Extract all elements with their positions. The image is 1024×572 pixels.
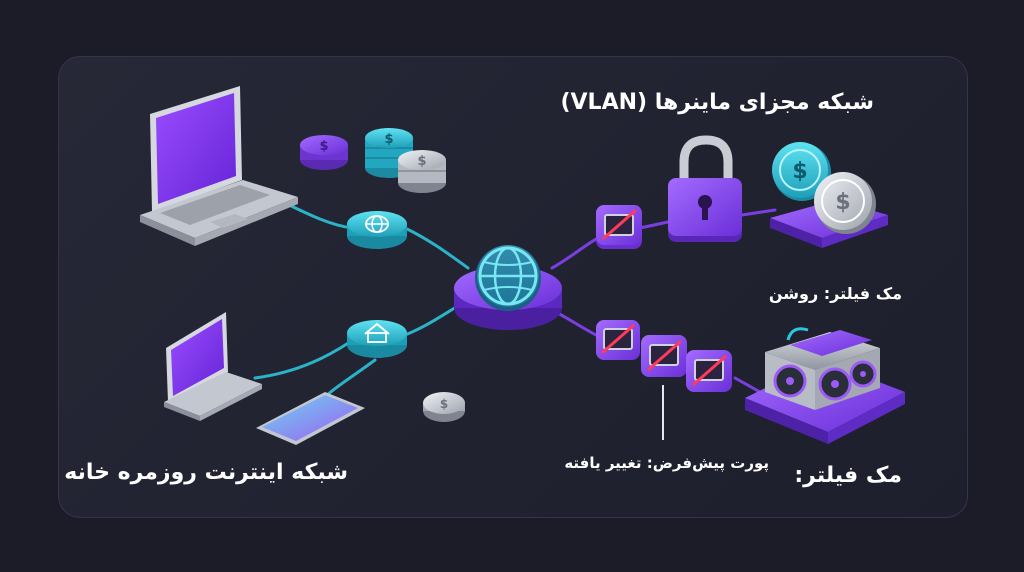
link-port-lock: [638, 220, 670, 230]
link-lock-coins: [740, 208, 777, 217]
internet-node-globe-icon[interactable]: [347, 211, 407, 249]
blocked-port-2-icon: [641, 335, 687, 377]
vlan-title: شبکه مجزای ماینرها (VLAN): [560, 90, 874, 115]
mining-rig-icon: [745, 327, 905, 444]
smartphone-icon: [256, 392, 365, 445]
home-network-title: شبکه اینترنت روزمره خانه: [64, 460, 348, 485]
default-port-changed-label: پورت پیش‌فرض: تغییر یافته: [564, 454, 769, 472]
link-hub-port-top: [550, 236, 600, 270]
link-ports-miner: [733, 376, 762, 394]
coin-stack-silver-icon: $: [398, 150, 446, 193]
blocked-port-3-icon: [686, 350, 732, 392]
link-laptop-internet: [283, 201, 354, 230]
blocked-port-1-icon: [596, 320, 640, 360]
padlock-icon: [668, 135, 742, 242]
home-node-home-icon[interactable]: [347, 320, 407, 358]
svg-text:$: $: [417, 154, 426, 169]
mac-filter-label: مک فیلتر:: [794, 463, 902, 488]
svg-text:$: $: [319, 139, 328, 154]
laptop-2-icon: [164, 312, 262, 421]
laptop-icon: [140, 86, 298, 246]
dollar-coin-cyan-icon: $: [772, 142, 831, 201]
svg-text:$: $: [835, 190, 850, 215]
svg-text:$: $: [384, 132, 393, 147]
mac-filter-on-label: مک فیلتر: روشن: [768, 284, 902, 303]
link-laptop2-home: [253, 340, 352, 380]
coin-stack-purple-icon: $: [300, 135, 348, 170]
blocked-port-icon: [596, 205, 642, 249]
svg-text:$: $: [440, 397, 448, 411]
coin-platform-icon: $ $: [770, 142, 888, 248]
svg-text:$: $: [792, 159, 807, 184]
dollar-coin-silver-icon: $: [814, 172, 876, 234]
dollar-coin-icon: $: [423, 392, 465, 422]
link-internet-hub: [403, 226, 470, 270]
central-hub-globe-icon[interactable]: [454, 245, 562, 330]
